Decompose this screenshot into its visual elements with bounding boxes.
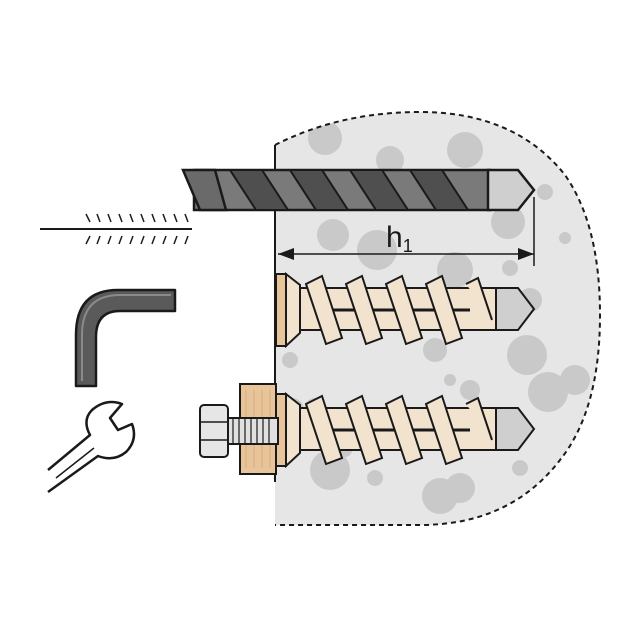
drill-bit-icon bbox=[181, 168, 536, 212]
cleaning-brush-icon bbox=[40, 213, 192, 245]
anchor-lower bbox=[199, 383, 536, 475]
allen-key-icon bbox=[74, 288, 177, 388]
anchor-upper bbox=[275, 271, 536, 349]
hole-depth-dimension: h1 bbox=[278, 197, 535, 266]
concrete-aggregate bbox=[280, 121, 590, 514]
wrench-icon bbox=[47, 400, 136, 494]
svg-text:h1: h1 bbox=[386, 221, 413, 256]
depth-label-main: h bbox=[386, 221, 403, 254]
depth-label-subscript: 1 bbox=[403, 236, 413, 256]
